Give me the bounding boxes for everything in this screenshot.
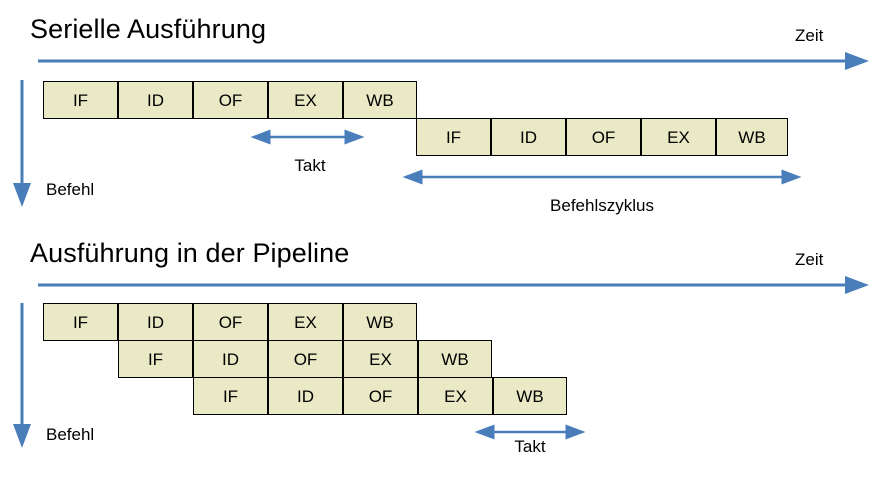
section-title-pipeline: Ausführung in der Pipeline: [30, 238, 350, 268]
stage-box: ID: [118, 303, 193, 341]
time-axis-label-pipeline: Zeit: [795, 250, 824, 269]
stage-box: EX: [418, 377, 493, 415]
time-axis-label-serial: Zeit: [795, 26, 824, 45]
time-axis-arrow-pipeline: [38, 276, 869, 294]
instruction-cycle-measure-arrow: [402, 169, 802, 185]
stage-box: ID: [268, 377, 343, 415]
stage-box: IF: [43, 303, 118, 341]
stage-box: WB: [343, 303, 417, 341]
stage-box: WB: [716, 118, 788, 156]
instruction-axis-arrow-serial: [13, 80, 31, 207]
stage-box: ID: [491, 118, 566, 156]
stage-box: EX: [268, 303, 343, 341]
clock-measure-arrow-pipeline: [474, 424, 586, 440]
stage-box: EX: [641, 118, 716, 156]
stage-box: WB: [493, 377, 567, 415]
section-title-serial: Serielle Ausführung: [30, 14, 267, 44]
stage-box: WB: [343, 81, 417, 119]
stage-box: OF: [193, 81, 268, 119]
stage-box: OF: [193, 303, 268, 341]
stage-box: OF: [566, 118, 641, 156]
instruction-axis-label-serial: Befehl: [46, 180, 95, 199]
time-axis-arrow-serial: [38, 52, 869, 70]
clock-measure-label-serial: Takt: [294, 156, 326, 175]
instruction-axis-arrow-pipeline: [13, 303, 31, 448]
stage-box: IF: [118, 340, 193, 378]
clock-measure-label-pipeline: Takt: [514, 437, 546, 456]
stage-box: ID: [118, 81, 193, 119]
stage-box: ID: [193, 340, 268, 378]
stage-box: WB: [418, 340, 492, 378]
stage-box: EX: [268, 81, 343, 119]
stage-box: IF: [193, 377, 268, 415]
instruction-cycle-measure-label: Befehlszyklus: [550, 196, 654, 215]
stage-box: OF: [343, 377, 418, 415]
stage-box: IF: [43, 81, 118, 119]
stage-box: IF: [416, 118, 491, 156]
instruction-axis-label-pipeline: Befehl: [46, 425, 95, 444]
stage-box: EX: [343, 340, 418, 378]
stage-box: OF: [268, 340, 343, 378]
clock-measure-arrow-serial: [250, 129, 365, 145]
